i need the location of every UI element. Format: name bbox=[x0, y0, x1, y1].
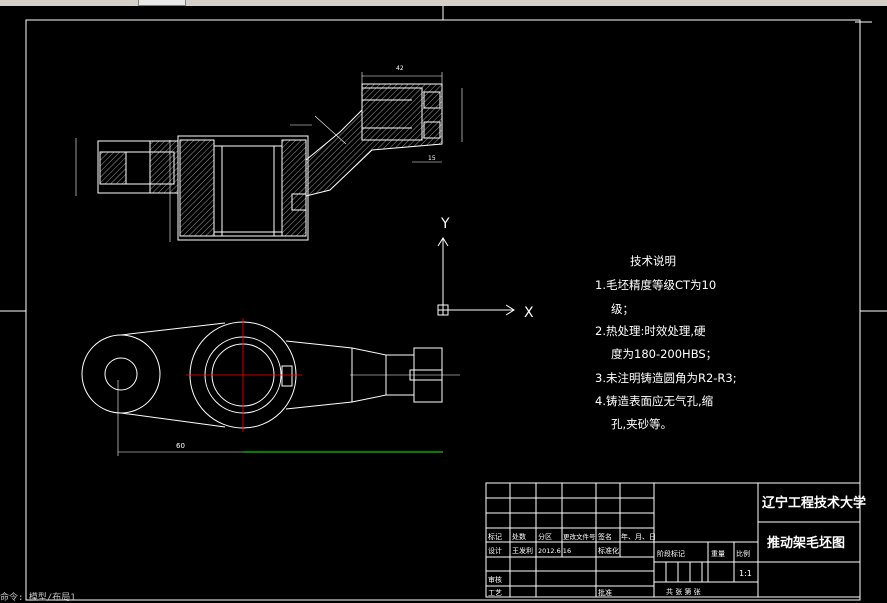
hdr-stage-mark: 阶段标记 bbox=[657, 549, 685, 558]
scale-value: 1:1 bbox=[739, 569, 752, 578]
title-block bbox=[485, 482, 861, 598]
layout-tab[interactable] bbox=[138, 0, 186, 6]
dim-42-label: 42 bbox=[396, 65, 404, 72]
tech-note-line-6: 4.铸造表面应无气孔,缩 bbox=[595, 394, 713, 408]
hdr-scale: 比例 bbox=[736, 549, 750, 558]
drawing-frame bbox=[0, 6, 887, 601]
hdr-date: 年、月、日 bbox=[621, 532, 656, 541]
designer-name: 王发利 bbox=[512, 546, 533, 555]
command-line[interactable]: 命令: 模型/布局1 bbox=[0, 593, 76, 603]
standardization-label: 标准化 bbox=[598, 546, 619, 555]
hdr-sign: 签名 bbox=[598, 532, 612, 541]
section-dimensions bbox=[75, 72, 463, 242]
drawing-svg: 42 15 Y X 60 技术说 bbox=[0, 6, 887, 601]
dim-15-label: 15 bbox=[428, 155, 436, 162]
design-date: 2012.6.16 bbox=[538, 547, 571, 555]
dim-60-label: 60 bbox=[176, 442, 185, 450]
hdr-mark: 标记 bbox=[488, 532, 502, 541]
hdr-count: 处数 bbox=[512, 532, 526, 541]
tech-note-line-7: 孔,夹砂等。 bbox=[611, 417, 672, 431]
tech-notes-heading: 技术说明 bbox=[630, 254, 676, 268]
row-process-label: 工艺 bbox=[488, 589, 502, 597]
title-block-text: 辽宁工程技术大学 推动架毛坯图 1:1 标记 处数 分区 更改文件号 签名 年、… bbox=[488, 495, 866, 597]
tech-note-line-3: 2.热处理:时效处理,硬 bbox=[595, 324, 706, 338]
center-lines bbox=[186, 318, 302, 432]
plan-dimensions bbox=[117, 374, 460, 456]
row-design-label: 设计 bbox=[488, 546, 502, 555]
ucs-x-label: X bbox=[524, 305, 534, 321]
tech-note-line-1: 1.毛坯精度等级CT为10 bbox=[595, 278, 716, 292]
sheets-label: 共 张 第 张 bbox=[666, 587, 701, 596]
hdr-zone: 分区 bbox=[538, 532, 552, 541]
ucs-y-label: Y bbox=[440, 216, 450, 232]
school-name: 辽宁工程技术大学 bbox=[762, 495, 866, 511]
drawing-name: 推动架毛坯图 bbox=[767, 535, 845, 551]
ucs-icon bbox=[437, 237, 515, 316]
tech-note-line-4: 度为180-200HBS； bbox=[611, 347, 717, 361]
cad-drawing-canvas[interactable]: 42 15 Y X 60 技术说 bbox=[0, 6, 887, 603]
tech-note-line-5: 3.未注明铸造圆角为R2-R3; bbox=[595, 371, 737, 385]
section-view bbox=[97, 83, 443, 241]
technical-notes: 技术说明 1.毛坯精度等级CT为10 级； 2.热处理:时效处理,硬 度为180… bbox=[595, 254, 737, 431]
hdr-weight: 重量 bbox=[711, 550, 725, 558]
approve-label: 批准 bbox=[598, 588, 612, 597]
hdr-change-doc: 更改文件号 bbox=[563, 532, 596, 541]
tech-note-line-2: 级； bbox=[611, 302, 634, 316]
window-top-strip bbox=[0, 0, 887, 6]
row-review-label: 审核 bbox=[488, 575, 502, 584]
